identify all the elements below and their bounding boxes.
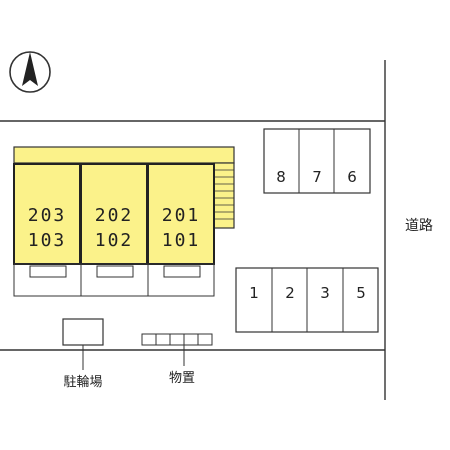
- walkway: [13, 146, 235, 164]
- site-boundary: [0, 60, 386, 400]
- road-label: 道路: [405, 218, 433, 234]
- unit-lower-number: 102: [95, 230, 134, 251]
- balconies: [13, 263, 215, 297]
- unit-upper-number: 203: [28, 205, 67, 226]
- parking-slot-3: 3: [320, 284, 330, 302]
- parking-bottom: 1 2 3 5: [235, 267, 379, 333]
- unit-202-102: 202 102: [80, 163, 148, 265]
- unit-upper-number: 201: [162, 205, 201, 226]
- storage-label: 物置: [169, 371, 195, 386]
- parking-slot-8: 8: [276, 168, 286, 186]
- parking-slot-2: 2: [285, 284, 295, 302]
- stair-steps: [214, 169, 234, 220]
- bicycle-parking: 駐輪場: [62, 318, 104, 390]
- unit-lower-number: 103: [28, 230, 67, 251]
- parking-slot-1: 1: [249, 284, 259, 302]
- bicycle-parking-label: 駐輪場: [63, 374, 102, 390]
- north-arrow-icon: [9, 51, 51, 93]
- unit-upper-number: 202: [95, 205, 134, 226]
- unit-203-103: 203 103: [13, 163, 81, 265]
- parking-slot-7: 7: [312, 168, 322, 186]
- parking-slot-5: 5: [356, 284, 366, 302]
- building: 203 103 202 102 201 101: [13, 146, 235, 297]
- unit-lower-number: 101: [162, 230, 201, 251]
- parking-top: 8 7 6: [263, 128, 371, 194]
- parking-slot-6: 6: [347, 168, 357, 186]
- unit-201-101: 201 101: [147, 163, 215, 265]
- storage: 物置: [141, 333, 213, 386]
- stairs: [213, 162, 235, 229]
